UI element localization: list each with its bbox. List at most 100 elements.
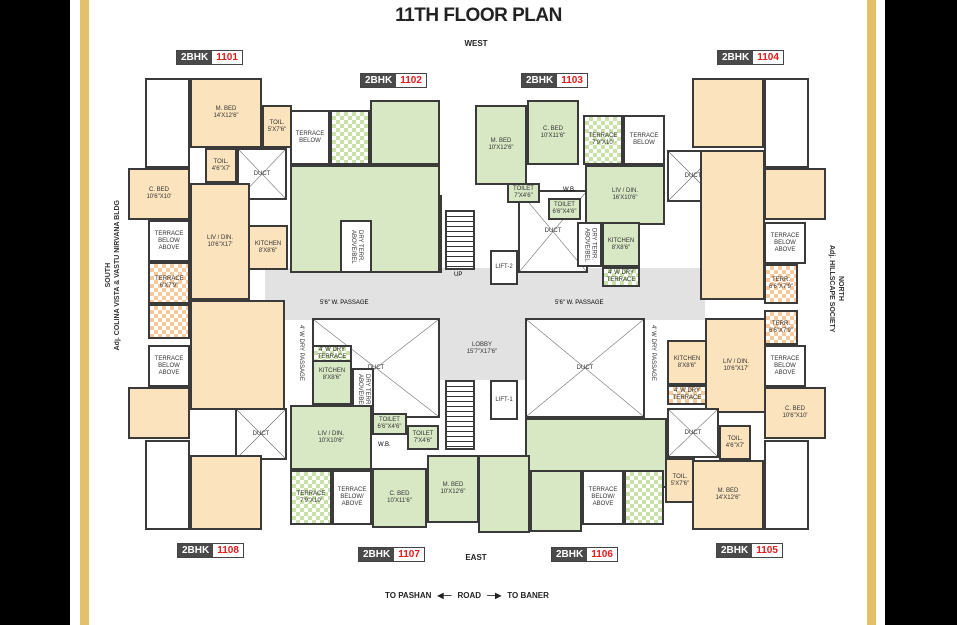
room-bed-1106 — [478, 455, 530, 533]
open-shaft-1101 — [145, 78, 190, 168]
lobby: LOBBY 15'7"X17'6" — [438, 318, 526, 380]
south-label-group: SOUTH Adj. COLINA VISTA & VASTU NIRVANA … — [105, 200, 121, 350]
room-liv-1101: LIV / DIN. 10'6"X17' — [190, 183, 250, 300]
lift-1-label: LIFT-1 — [495, 396, 513, 403]
room-liv-1103: LIV / DIN. 16'X10'6" — [585, 165, 665, 225]
unit-number: 1106 — [587, 548, 617, 561]
room-terrace-1101: TERRACE 6'X7'9" — [148, 262, 190, 304]
duct-label: DUCT — [544, 228, 562, 234]
room-terr-1104: TERR. 6'6"X7'9" — [764, 264, 798, 304]
room-label: TOIL. 5'X7'6" — [670, 473, 690, 487]
room-label: TOILET 7'X4'6" — [513, 186, 534, 199]
room-label: KITCHEN 8'X8'6" — [318, 368, 346, 381]
road-to-baner: TO BANER — [507, 591, 549, 600]
passage-label-left: 5'6" W. PASSAGE — [320, 300, 369, 306]
room-label: TERRACE BELOW ABOVE — [154, 355, 184, 376]
room-terrace-below-above-1101: TERRACE BELOW ABOVE — [148, 220, 190, 262]
room-label: TERRACE 6'X7'9" — [155, 276, 184, 289]
terrace-1108 — [148, 304, 190, 339]
room-label: DRY TERR. ABOVE/BEL — [350, 229, 363, 264]
room-terrace-below-1103: TERRACE BELOW — [623, 115, 665, 165]
room-label: KITCHEN 8'X8'6" — [607, 237, 635, 251]
unit-type: 2BHK — [718, 51, 754, 64]
staircase-north — [445, 210, 475, 270]
room-toilet-1107: TOILET 6'6"X4'6" — [372, 413, 407, 435]
room-dry-terrace-1103: 4' W DRY TERRACE — [602, 267, 640, 287]
room-toilet2-1107: TOILET 7'X4'6" — [407, 425, 439, 450]
room-label: TOILET 6'6"X4'6" — [377, 417, 402, 430]
room-label: M. BED 14'X12'6" — [715, 488, 741, 501]
room-cbed-1105: C. BED 10'6"X10' — [764, 387, 826, 439]
unit-number: 1103 — [557, 74, 587, 87]
unit-type: 2BHK — [522, 74, 558, 87]
room-terrace-below-above-1108: TERRACE BELOW ABOVE — [148, 345, 190, 387]
dry-passage-left: 4' W DRY PASSAGE — [298, 325, 304, 381]
room-label: LIV / DIN. 10'6"X17' — [722, 358, 749, 372]
page-title: 11TH FLOOR PLAN — [395, 5, 562, 26]
terrace-1102 — [330, 110, 370, 165]
room-dry-terrace-1107: 4' W DRY TERRACE — [312, 345, 352, 362]
road-to-pashan: TO PASHAN — [385, 591, 432, 600]
room-label: LIV / DIN. 10'X10'6" — [317, 430, 344, 444]
lobby-label: LOBBY 15'7"X17'6" — [466, 342, 498, 355]
room-terrace-below-above-1104: TERRACE BELOW ABOVE — [764, 222, 806, 264]
room-terrace-below-above-1106: TERRACE BELOW/ ABOVE — [582, 470, 624, 525]
room-terrace-below-above-1107: TERRACE BELOW/ ABOVE — [332, 470, 372, 525]
gold-border-right — [867, 0, 876, 625]
room-terrace-below-1101: TERRACE BELOW — [290, 110, 330, 165]
room-label: TERR. 6'6"X7'9" — [769, 277, 793, 290]
room-label: 4' W DRY TERRACE — [317, 346, 347, 360]
room-dry-terr-1102: DRY TERR. ABOVE/BEL — [340, 220, 372, 273]
room-liv-1108 — [190, 300, 285, 410]
road-direction: TO PASHAN ◀— ROAD —▶ TO BANER — [385, 591, 549, 600]
room-liv-1107: LIV / DIN. 10'X10'6" — [290, 405, 372, 470]
room-label: TERRACE BELOW ABOVE — [770, 355, 800, 376]
room-terr-1105: TERR. 6'6"X7'9" — [764, 310, 798, 345]
room-terrace-1103: TERRACE 7'9"X10' — [583, 115, 623, 165]
room-label: TERRACE BELOW — [295, 130, 325, 144]
open-shaft-1104 — [764, 78, 809, 168]
room-cbed-1108 — [128, 387, 190, 439]
direction-south: SOUTH — [105, 262, 112, 288]
lift-2: LIFT-2 — [490, 250, 518, 285]
room-label: TERRACE BELOW/ ABOVE — [337, 487, 367, 507]
room-toilet2-1103: TOILET 6'6"X4'6" — [548, 198, 581, 220]
unit-type: 2BHK — [361, 74, 397, 87]
road-label: ROAD — [457, 591, 482, 600]
direction-north: NORTH — [837, 276, 844, 302]
room-label: TERRACE BELOW/ ABOVE — [588, 487, 618, 507]
room-mbed-1107: M. BED 10'X12'6" — [427, 455, 479, 523]
unit-number: 1105 — [752, 544, 782, 557]
room-terrace-1107: TERRACE 7'9"X10' — [290, 470, 332, 525]
north-label-group: Adj. HILLSCAPE SOCIETY NORTH — [828, 245, 844, 333]
unit-type: 2BHK — [178, 544, 214, 557]
room-cbed-1107: C. BED 10'X11'6" — [372, 468, 427, 528]
room-terrace-below-above-1105: TERRACE BELOW ABOVE — [764, 345, 806, 387]
room-label: TOIL. 4'6"X7' — [725, 435, 745, 449]
room-label: DRY TERR. ABOVE/BEL — [583, 227, 597, 262]
duct-label: DUCT — [576, 364, 594, 371]
wb-label-1107: W.B. — [378, 442, 391, 448]
unit-number: 1102 — [396, 74, 426, 87]
arrow-left-icon: ◀— — [437, 591, 452, 600]
room-label: LIV / DIN. 16'X10'6" — [611, 188, 638, 201]
terrace-1106 — [624, 470, 664, 525]
room-label: TOILET 7'X4'6" — [412, 430, 434, 444]
duct-label: DUCT — [367, 364, 385, 371]
open-shaft-1108 — [145, 440, 190, 530]
open-shaft-1105 — [764, 440, 809, 530]
room-liv-1104 — [700, 150, 765, 300]
room-label: TERRACE 7'9"X10' — [588, 133, 618, 146]
duct-1106: DUCT — [525, 318, 645, 418]
gold-border-left — [80, 0, 89, 625]
dry-passage-right: 4' W DRY PASSAGE — [650, 325, 656, 381]
lift-1: LIFT-1 — [490, 380, 518, 420]
room-label: KITCHEN 8'X8'6" — [254, 240, 282, 254]
staircase-south — [445, 380, 475, 450]
